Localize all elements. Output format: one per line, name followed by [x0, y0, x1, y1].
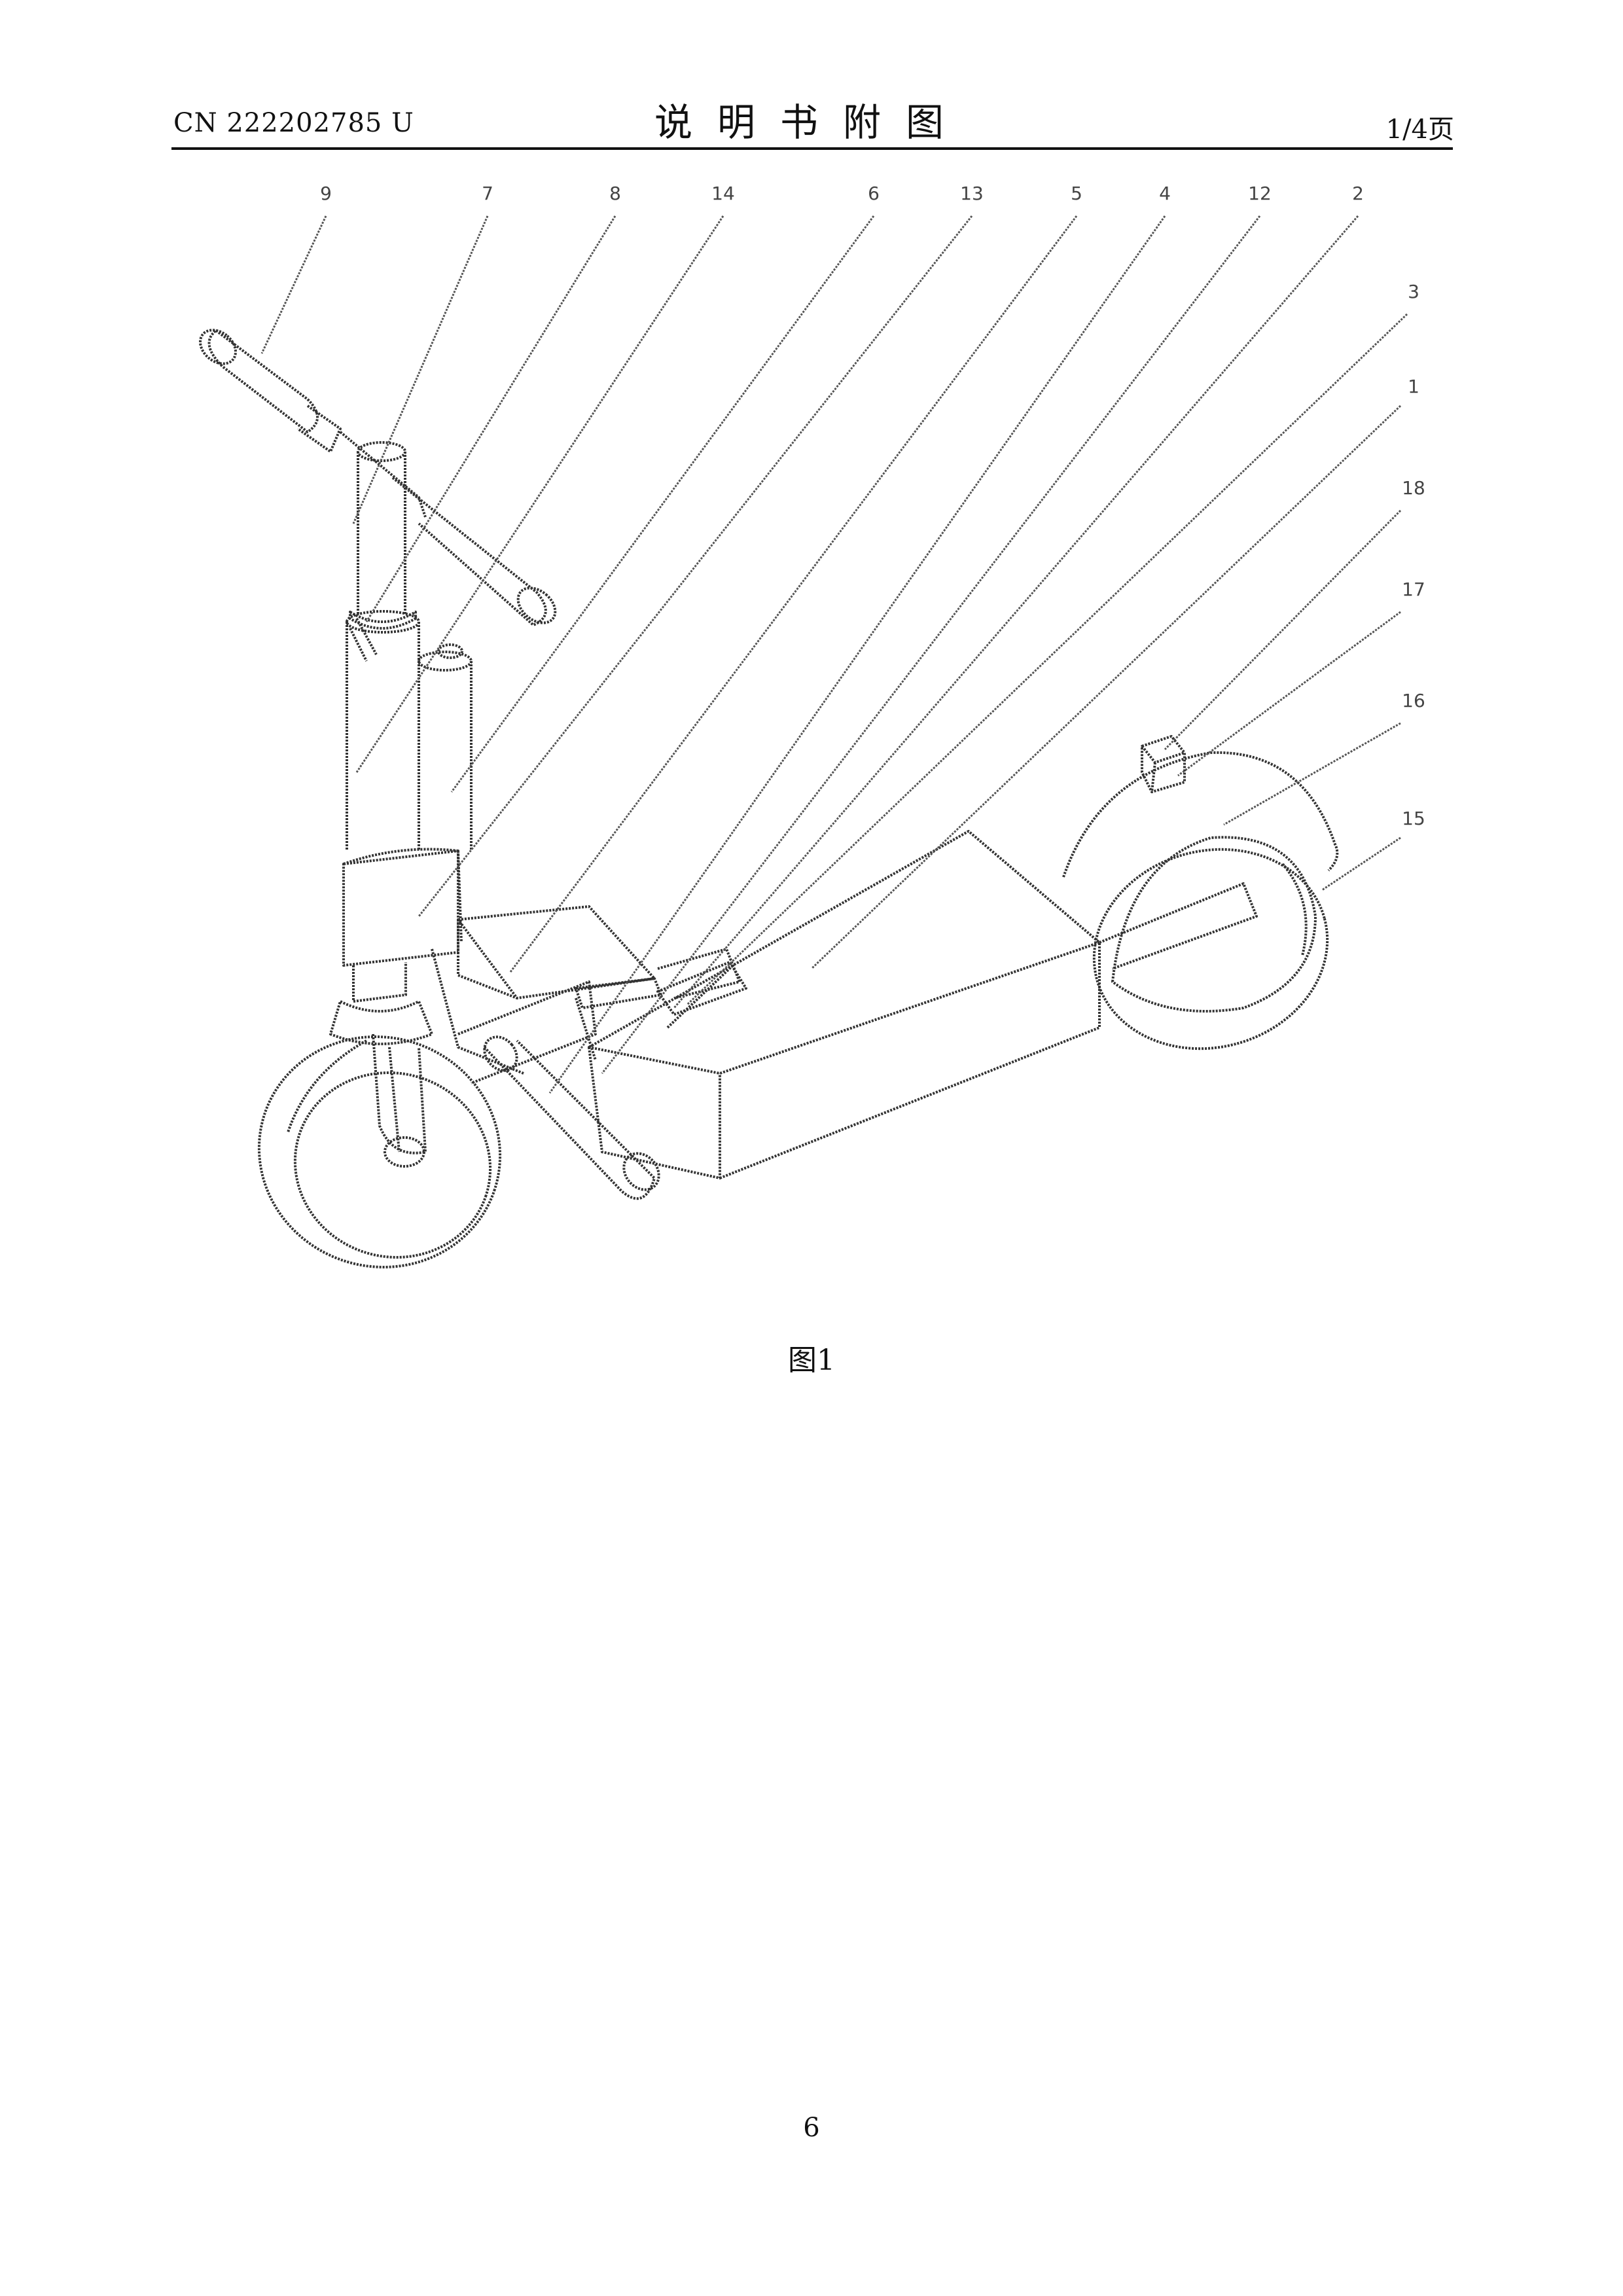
callout-9: 9 — [320, 183, 332, 204]
callout-4: 4 — [1159, 183, 1171, 204]
deck-plate — [658, 962, 746, 1014]
callout-5: 5 — [1071, 183, 1082, 204]
callout-14: 14 — [711, 183, 735, 204]
callout-8: 8 — [609, 183, 621, 204]
callout-17: 17 — [1402, 579, 1425, 600]
rear-wheel — [1063, 753, 1350, 1075]
callout-15: 15 — [1402, 808, 1425, 829]
clamp-sleeve — [344, 850, 461, 966]
callout-1: 1 — [1408, 376, 1419, 397]
rear-light — [1142, 736, 1185, 792]
rear-post — [419, 645, 471, 851]
figure-caption: 图1 — [0, 1336, 1623, 1378]
callout-13: 13 — [960, 183, 984, 204]
page-number: 6 — [0, 2113, 1623, 2143]
callout-18: 18 — [1402, 477, 1425, 499]
callout-16: 16 — [1402, 690, 1425, 711]
rear-bracket — [1099, 884, 1257, 969]
callout-7: 7 — [482, 183, 493, 204]
callout-12: 12 — [1248, 183, 1272, 204]
steering-stem — [347, 442, 419, 851]
handlebar — [194, 323, 562, 630]
callout-6: 6 — [868, 183, 880, 204]
callout-2: 2 — [1352, 183, 1364, 204]
callout-3: 3 — [1408, 281, 1419, 302]
leader-lines — [262, 216, 1407, 1093]
